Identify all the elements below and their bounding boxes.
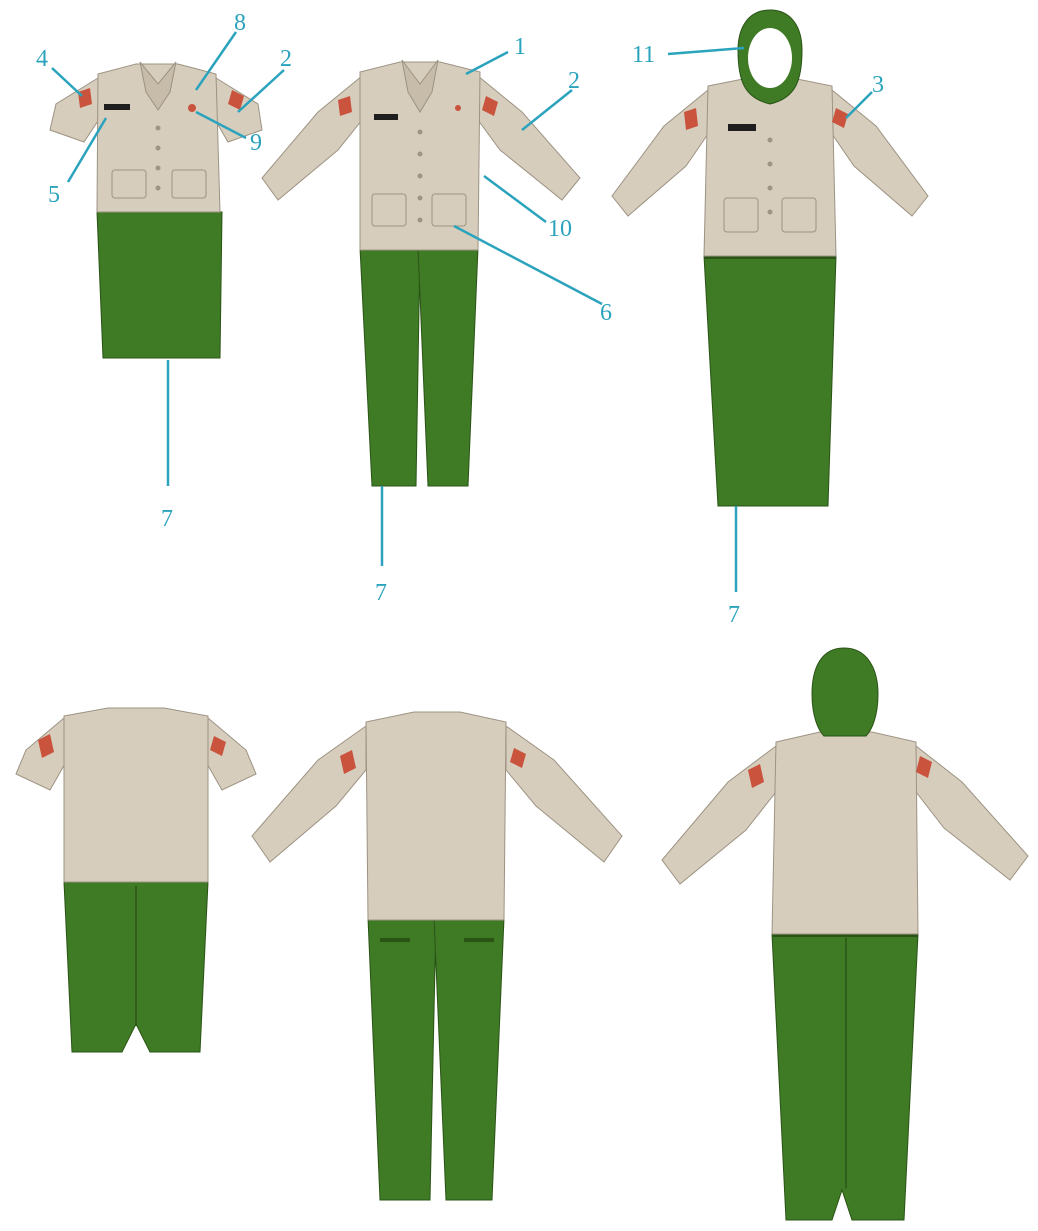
callout-line-10	[484, 176, 546, 222]
shirt-button	[768, 210, 773, 215]
callout-label: 10	[548, 216, 572, 242]
back-pocket-left	[380, 938, 410, 942]
shirt-button	[156, 186, 161, 191]
callout-label: 4	[36, 46, 48, 72]
callout-label: 8	[234, 10, 246, 36]
callout-label: 1	[514, 34, 526, 60]
shirt-button	[418, 130, 423, 135]
trousers-left-leg	[360, 248, 420, 486]
shirt-back	[366, 712, 506, 920]
callout-line-11	[668, 48, 744, 54]
name-tag	[728, 124, 756, 131]
shirt-button	[156, 166, 161, 171]
long-skirt	[704, 256, 836, 506]
insignia-pin	[188, 104, 196, 112]
insignia-pin	[455, 105, 461, 111]
left-pocket	[112, 170, 146, 198]
callout-line-2b	[522, 90, 572, 130]
callout-label: 6	[600, 300, 612, 326]
left-short-sleeve	[50, 78, 100, 142]
shirt-back	[772, 732, 918, 934]
shirt-back	[64, 708, 208, 882]
right-short-sleeve	[206, 718, 256, 790]
callout-line-2a	[238, 70, 284, 112]
callout-label: 3	[872, 72, 884, 98]
right-long-sleeve	[916, 746, 1028, 880]
trousers-right-leg	[418, 248, 478, 486]
left-pocket	[372, 194, 406, 226]
left-long-sleeve	[252, 726, 366, 862]
right-long-sleeve	[832, 90, 928, 216]
left-long-sleeve	[262, 76, 362, 200]
shirt-button	[418, 196, 423, 201]
shirt-button	[768, 138, 773, 143]
name-tag	[104, 104, 130, 110]
callout-line-1	[466, 52, 508, 74]
right-long-sleeve	[506, 726, 622, 862]
right-pocket	[432, 194, 466, 226]
long-skirt-back	[772, 934, 918, 1220]
figure-back-short-sleeve-skirt	[16, 708, 256, 1052]
callout-label: 11	[632, 42, 655, 68]
shirt-button	[768, 162, 773, 167]
shirt-button	[418, 152, 423, 157]
figure-front-short-sleeve-skirt	[50, 62, 262, 358]
left-short-sleeve	[16, 718, 66, 790]
skirt	[97, 212, 222, 358]
right-pocket	[172, 170, 206, 198]
trousers-right-leg-back	[434, 918, 504, 1200]
callout-label: 5	[48, 182, 60, 208]
callout-label: 2	[280, 46, 292, 72]
callout-label: 7	[375, 580, 387, 606]
figure-back-long-sleeve-trousers	[252, 712, 622, 1200]
left-pocket	[724, 198, 758, 232]
shirt-button	[768, 186, 773, 191]
back-pocket-right	[464, 938, 494, 942]
callout-label: 7	[161, 506, 173, 532]
hood-face-opening	[748, 28, 792, 88]
callout-label: 9	[250, 130, 262, 156]
right-pocket	[782, 198, 816, 232]
figure-back-hood-long-skirt	[662, 648, 1028, 1220]
shirt-button	[156, 126, 161, 131]
callout-line-4	[52, 68, 82, 96]
shirt-button	[156, 146, 161, 151]
callout-label: 2	[568, 68, 580, 94]
shirt-button	[418, 174, 423, 179]
shirt-button	[418, 218, 423, 223]
callout-label: 7	[728, 602, 740, 628]
figure-front-long-sleeve-trousers	[262, 60, 580, 486]
trousers-left-leg-back	[368, 918, 436, 1200]
name-tag	[374, 114, 398, 120]
hood-back	[812, 648, 878, 736]
